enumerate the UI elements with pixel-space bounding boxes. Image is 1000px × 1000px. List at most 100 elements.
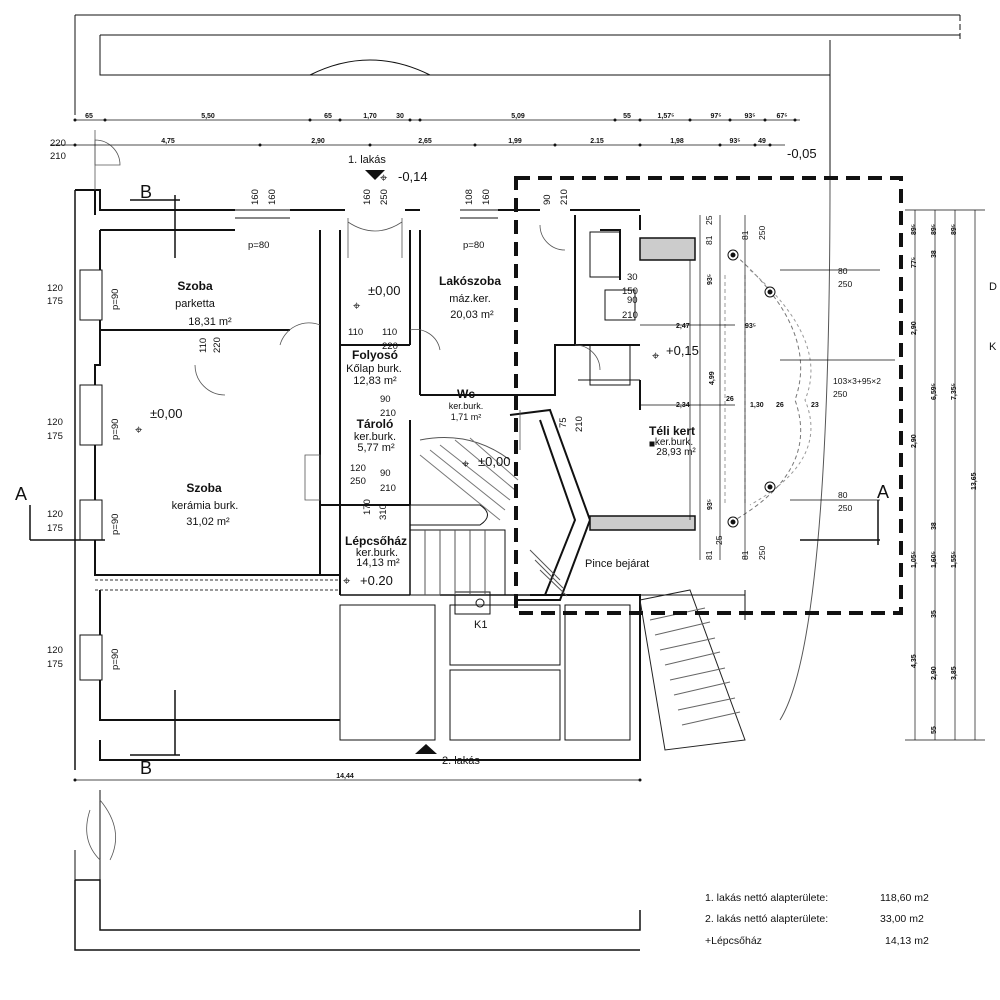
dim-label: 81 bbox=[704, 550, 714, 560]
level-value: -0,14 bbox=[398, 169, 428, 184]
room-floor: ker.burk. bbox=[655, 437, 693, 448]
cutoff-letter-d: D bbox=[989, 281, 997, 293]
dim-label: 210 bbox=[574, 416, 585, 432]
dim-label: 1,55⁵ bbox=[951, 551, 958, 568]
dim-label: 110 bbox=[348, 327, 363, 338]
door-width: p=80 bbox=[248, 240, 269, 251]
dim-label: 75 bbox=[558, 417, 569, 428]
room-floor: ker.burk. bbox=[356, 547, 398, 559]
section-lines bbox=[29, 195, 880, 756]
dim-label: 250 bbox=[833, 389, 847, 399]
level-labels: -0,14 ±0,00 ±0,00 ±0,00 +0,15 +0.20 -0,0… bbox=[150, 146, 817, 588]
opening-height: 175 bbox=[47, 296, 63, 307]
room-area: 28,93 m² bbox=[656, 447, 696, 458]
summary-value: 118,60 m2 bbox=[880, 892, 929, 904]
room-area: 12,83 m² bbox=[353, 375, 397, 387]
dim-label: 110 bbox=[382, 327, 397, 338]
summary-label: 1. lakás nettó alapterülete: bbox=[705, 892, 828, 904]
dim-label: 210 bbox=[380, 483, 396, 494]
room-name: Lépcsőház bbox=[345, 534, 407, 548]
room-name: Lakószoba bbox=[439, 274, 501, 288]
dim-label: 250 bbox=[350, 476, 366, 487]
dim-label: 97⁵ bbox=[710, 113, 721, 120]
room-area: 14,13 m² bbox=[356, 557, 400, 569]
window-height: 160 bbox=[267, 189, 278, 205]
apt2-label: 2. lakás bbox=[442, 755, 480, 767]
opening-width: 120 bbox=[47, 283, 63, 294]
window-height: 210 bbox=[559, 189, 570, 205]
level-value: +0.20 bbox=[360, 573, 393, 588]
dim-label: 3,85 bbox=[951, 666, 958, 680]
room-name: Wc bbox=[457, 387, 475, 401]
apt1-arrow-icon bbox=[365, 170, 385, 180]
window-width: 108 bbox=[464, 189, 475, 205]
door-widths: p=90 p=90 p=90 p=90 p=80 p=80 bbox=[110, 240, 484, 670]
left-windows bbox=[79, 269, 103, 681]
dim-label: 4,35 bbox=[911, 654, 918, 668]
right-dims: 89⁵ 89⁵ 89⁵ 77⁵ 38 2,90 6,59⁵ 7,35⁵ 2,90… bbox=[911, 224, 978, 734]
door-width: p=90 bbox=[110, 649, 121, 670]
dim-label: 23 bbox=[811, 402, 819, 409]
dim-label: 1,05⁵ bbox=[911, 551, 918, 568]
level-value: ±0,00 bbox=[478, 454, 510, 469]
room-floor: ker.burk. bbox=[449, 401, 484, 411]
dim-label: 35 bbox=[931, 610, 938, 618]
room-floor: kerámia burk. bbox=[172, 500, 239, 512]
dim-label: 65 bbox=[324, 113, 332, 120]
dim-label: 90 bbox=[380, 468, 391, 479]
dim-label: 93⁵ bbox=[729, 138, 740, 145]
opening-height: 210 bbox=[50, 151, 66, 162]
dim-label: 210 bbox=[380, 408, 396, 419]
winter-garden-boundary bbox=[514, 176, 903, 615]
dim-label: 150 bbox=[622, 286, 638, 297]
area-summary: 1. lakás nettó alapterülete: 118,60 m2 2… bbox=[705, 892, 929, 947]
window-height: 160 bbox=[481, 189, 492, 205]
dimension-ticks bbox=[73, 118, 797, 782]
dim-label: 120 bbox=[350, 463, 366, 474]
dim-label: 26 bbox=[776, 402, 784, 409]
summary-label: 2. lakás nettó alapterülete: bbox=[705, 913, 828, 925]
dim-label: 7,35⁵ bbox=[951, 383, 958, 400]
room-area: 31,02 m² bbox=[186, 516, 230, 528]
dim-label: 1,98 bbox=[670, 138, 684, 145]
dim-label: 1,99 bbox=[508, 138, 522, 145]
dim-label: 2,65 bbox=[418, 138, 432, 145]
dim-label: 110 bbox=[198, 338, 209, 353]
dim-label: 30 bbox=[627, 272, 638, 283]
dim-label: 2,47 bbox=[676, 323, 690, 330]
opening-width: 220 bbox=[50, 138, 66, 149]
dim-label: 25 bbox=[714, 535, 724, 545]
room-name: Folyosó bbox=[352, 348, 398, 362]
dim-label: 80 bbox=[838, 266, 848, 276]
section-a-right: A bbox=[877, 482, 889, 502]
opening-height: 175 bbox=[47, 659, 63, 670]
dim-label: 93⁵ bbox=[707, 499, 714, 510]
svg-text:⌖: ⌖ bbox=[652, 348, 660, 363]
dim-label: 38 bbox=[931, 522, 938, 530]
dim-label: 1,70 bbox=[363, 113, 377, 120]
dim-label: 25 bbox=[704, 215, 714, 225]
garden-columns bbox=[649, 249, 776, 528]
dim-label: 77⁵ bbox=[911, 257, 918, 268]
dim-label: 250 bbox=[838, 503, 852, 513]
left-opening-dims: 220 210 120 175 120 175 120 175 120 175 bbox=[47, 138, 66, 670]
window-width: 160 bbox=[250, 189, 261, 205]
dim-label: 5,50 bbox=[201, 113, 215, 120]
door-width: p=80 bbox=[463, 240, 484, 251]
room-name: Tároló bbox=[357, 417, 394, 431]
apt1-label: 1. lakás bbox=[348, 154, 386, 166]
room-area: 1,71 m² bbox=[451, 412, 482, 422]
dim-label: 2,90 bbox=[911, 434, 918, 448]
svg-text:⌖: ⌖ bbox=[135, 422, 143, 437]
level-value: -0,05 bbox=[787, 146, 817, 161]
room-labels: Szoba parketta 18,31 m² Lakószoba máz.ke… bbox=[172, 274, 697, 569]
dim-label: 30 bbox=[396, 113, 404, 120]
dim-label: 89⁵ bbox=[951, 224, 958, 235]
dim-label: 55 bbox=[623, 113, 631, 120]
room-name: Szoba bbox=[177, 279, 213, 293]
room-floor: Kőlap burk. bbox=[346, 363, 402, 375]
dim-label: 80 bbox=[838, 490, 848, 500]
opening-width: 120 bbox=[47, 417, 63, 428]
